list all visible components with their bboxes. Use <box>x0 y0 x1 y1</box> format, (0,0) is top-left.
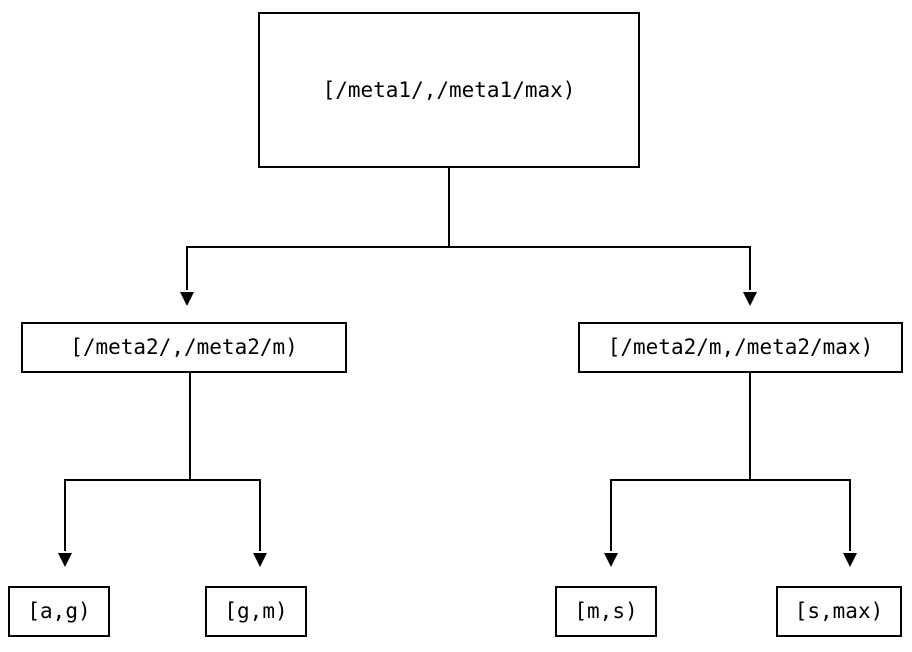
edge-mid-right-stem <box>749 373 751 481</box>
arrowhead-icon-to-leaf-smax <box>843 553 857 567</box>
node-leaf-smax-label: [s,max) <box>794 599 884 623</box>
arrowhead-icon-to-mid-right <box>743 292 757 306</box>
node-leaf-gm: [g,m) <box>205 586 307 637</box>
edge-mid-left-stem <box>189 373 191 481</box>
edge-root-stem <box>448 168 450 248</box>
node-mid-right: [/meta2/m,/meta2/max) <box>578 322 903 373</box>
edge-root-to-mid-left-drop <box>186 246 188 290</box>
edge-mid-right-to-leaf-ms-drop <box>610 479 612 551</box>
edge-mid-right-horizontal-bar <box>610 479 851 481</box>
node-mid-left-label: [/meta2/,/meta2/m) <box>70 335 298 359</box>
node-leaf-ag: [a,g) <box>8 586 110 637</box>
arrowhead-icon-to-leaf-ag <box>58 553 72 567</box>
node-leaf-ms-label: [m,s) <box>574 599 638 623</box>
arrowhead-icon-to-mid-left <box>180 292 194 306</box>
node-mid-left: [/meta2/,/meta2/m) <box>21 322 347 373</box>
arrowhead-icon-to-leaf-gm <box>253 553 267 567</box>
edge-mid-left-to-leaf-gm-drop <box>259 479 261 551</box>
node-mid-right-label: [/meta2/m,/meta2/max) <box>607 335 874 359</box>
edge-mid-left-horizontal-bar <box>64 479 261 481</box>
node-root-label: [/meta1/,/meta1/max) <box>322 77 576 102</box>
arrowhead-icon-to-leaf-ms <box>604 553 618 567</box>
edge-mid-left-to-leaf-ag-drop <box>64 479 66 551</box>
node-leaf-gm-label: [g,m) <box>224 599 288 623</box>
node-root: [/meta1/,/meta1/max) <box>258 12 640 168</box>
edge-mid-right-to-leaf-smax-drop <box>849 479 851 551</box>
node-leaf-smax: [s,max) <box>776 586 902 637</box>
node-leaf-ms: [m,s) <box>555 586 657 637</box>
edge-root-to-mid-right-drop <box>749 246 751 290</box>
edge-root-horizontal-bar <box>186 246 751 248</box>
node-leaf-ag-label: [a,g) <box>27 599 91 623</box>
